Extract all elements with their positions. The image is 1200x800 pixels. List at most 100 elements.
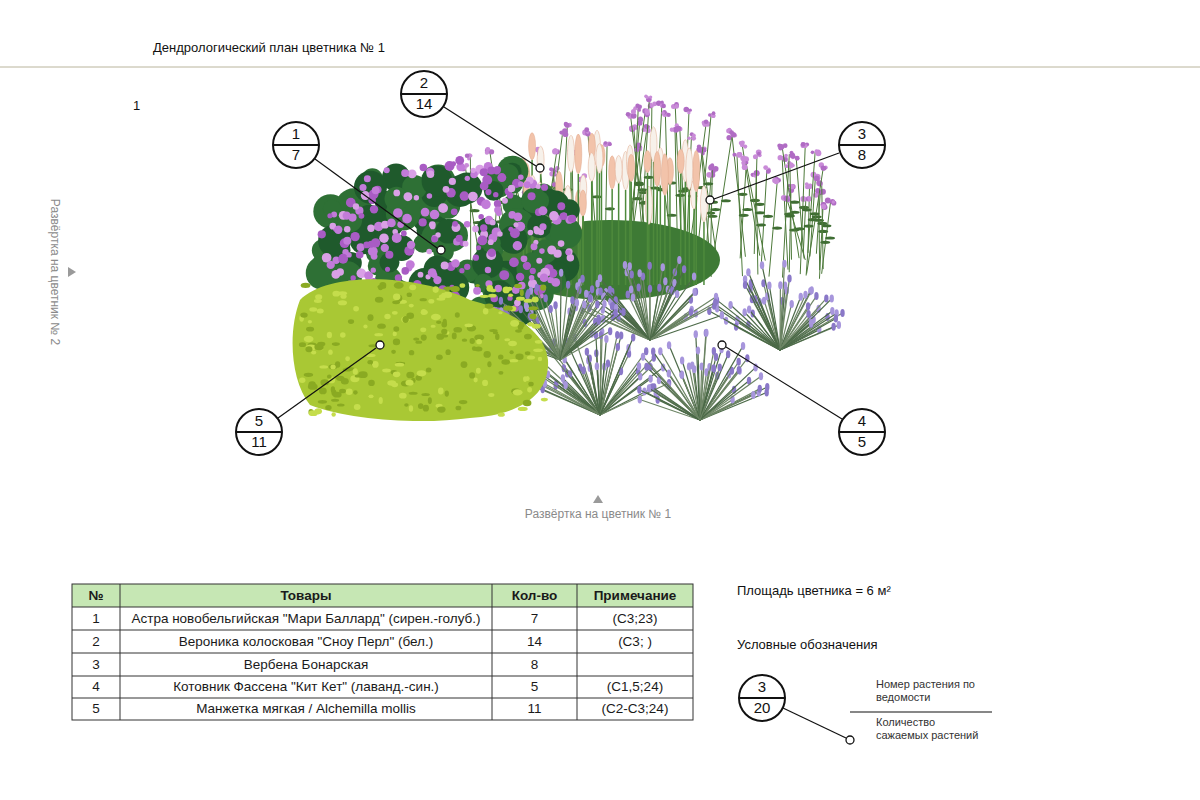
alchemilla-leaf	[333, 392, 342, 398]
alchemilla-leaf	[528, 382, 533, 387]
catmint-stem	[639, 390, 700, 420]
catmint-flower	[810, 286, 814, 294]
catmint-flower	[553, 301, 557, 309]
alchemilla-leaf	[368, 380, 375, 386]
verbena-stem	[712, 137, 732, 264]
alchemilla-leaf	[473, 378, 477, 383]
alchemilla-leaf	[488, 393, 494, 397]
veronica-spike	[615, 155, 622, 183]
aster-flower	[346, 252, 351, 257]
catmint-flower	[667, 341, 671, 349]
catmint-stem	[650, 303, 715, 340]
aster-flower	[344, 226, 350, 232]
verbena-flower	[783, 143, 788, 148]
aster-flower	[418, 272, 424, 278]
verbena-flower	[691, 136, 696, 141]
verbena-leaf	[605, 207, 615, 210]
aster-flower	[350, 232, 359, 241]
alchemilla-leaf	[325, 405, 331, 410]
alchemilla-leaf	[525, 376, 529, 381]
leader-line	[714, 153, 839, 199]
verbena-leaf	[795, 227, 805, 230]
catmint-stem	[745, 285, 780, 350]
table-cell: 4	[72, 676, 120, 698]
alchemilla-leaf	[409, 350, 414, 355]
catmint-flower	[621, 308, 625, 316]
veronica-spike	[654, 151, 661, 186]
verbena-flower	[674, 104, 678, 108]
catmint-flower	[837, 321, 841, 329]
table-cell: 3	[72, 653, 120, 676]
aster-flower	[485, 267, 491, 273]
aster-flower	[565, 250, 571, 256]
aster-flower	[331, 270, 340, 279]
catmint-flower	[718, 364, 722, 372]
verbena-leaf	[808, 218, 818, 221]
catmint-flower	[598, 288, 602, 296]
alchemilla-leaf	[354, 404, 361, 410]
aster-flower	[534, 228, 541, 235]
verbena-leaf	[721, 199, 731, 202]
aster-flower	[509, 257, 519, 267]
alchemilla-leaf	[520, 289, 524, 296]
verbena-flower	[832, 200, 835, 203]
alchemilla-leaf	[452, 333, 457, 340]
verbena-flower	[555, 166, 560, 171]
table-header: Товары	[120, 584, 492, 607]
veronica-spike	[609, 156, 616, 189]
catmint-flower	[677, 256, 681, 264]
callout-count: 8	[840, 146, 884, 164]
alchemilla-leaf	[431, 314, 441, 321]
catmint-stem	[780, 306, 808, 350]
alchemilla-leaf	[301, 283, 311, 288]
catmint-flower	[629, 271, 633, 279]
alchemilla-leaf	[372, 361, 379, 368]
verbena-flower	[552, 183, 555, 186]
alchemilla-leaf	[353, 368, 358, 375]
table-cell: (С3;23)	[577, 607, 693, 630]
table-rule	[72, 698, 693, 699]
aster-flower	[387, 219, 396, 228]
catmint-flower	[760, 261, 764, 269]
alchemilla-leaf	[377, 324, 386, 329]
leader-line	[783, 708, 846, 738]
aster-flower	[493, 192, 498, 197]
alchemilla-leaf	[528, 306, 538, 310]
verbena-leaf	[742, 208, 752, 211]
catmint-flower	[548, 305, 552, 313]
catmint-stem	[700, 367, 756, 420]
catmint-flower	[720, 311, 724, 319]
catmint-flower	[736, 358, 740, 366]
aster-flower	[528, 230, 534, 236]
callout-divider	[402, 93, 446, 95]
verbena-flower	[635, 104, 639, 108]
verbena-leaf	[711, 208, 721, 211]
callout-number: 5	[237, 412, 281, 430]
catmint-stem	[556, 305, 560, 360]
callout-count: 14	[402, 95, 446, 113]
verbena-leaf	[802, 208, 812, 211]
catmint-stem	[600, 338, 633, 415]
aster-flower	[472, 226, 479, 233]
verbena-flower	[774, 179, 779, 184]
catmint-flower	[696, 346, 700, 354]
alchemilla-leaf	[453, 327, 462, 333]
catmint-flower	[613, 309, 617, 317]
catmint-flower	[637, 362, 641, 370]
alchemilla-leaf	[459, 400, 468, 404]
verbena-leaf	[812, 215, 822, 218]
aster-flower	[502, 198, 508, 204]
alchemilla-leaf	[402, 316, 408, 323]
alchemilla-leaf	[348, 319, 354, 324]
catmint-stem	[653, 352, 700, 420]
catmint-stem	[545, 384, 600, 415]
aster-flower	[485, 189, 491, 195]
alchemilla-leaf	[444, 292, 452, 298]
leader-dots	[376, 164, 854, 744]
catmint-flower	[806, 302, 810, 310]
verbena-leaf	[820, 241, 830, 244]
alchemilla-leaf	[420, 298, 427, 301]
aster-flower	[371, 268, 376, 273]
veronica-stem	[591, 181, 593, 285]
top-rule	[0, 67, 1200, 68]
